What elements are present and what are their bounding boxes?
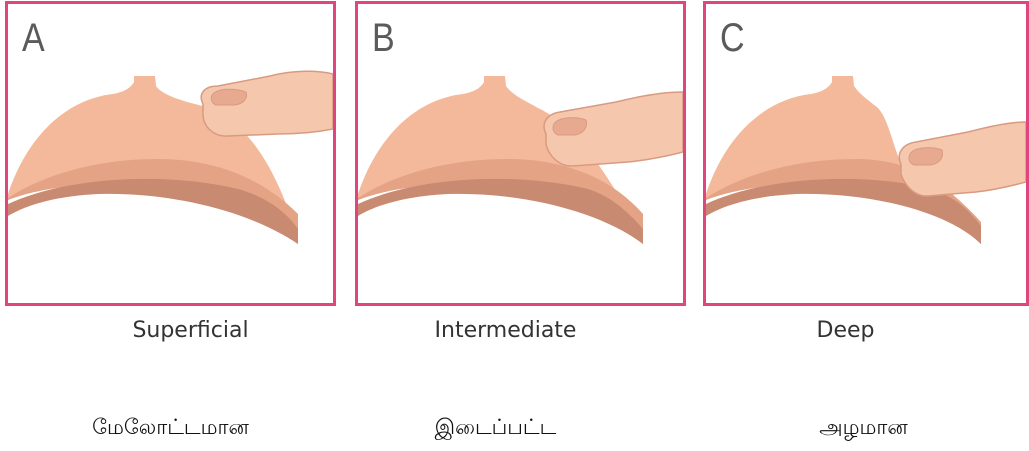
- panel-letter-c: C: [720, 18, 745, 58]
- fingernail: [553, 118, 586, 135]
- caption-deep: Deep: [680, 318, 1011, 343]
- caption-deep-tamil: அழமான: [698, 415, 1029, 442]
- panel-letter-a: A: [22, 18, 45, 58]
- fingernail: [211, 89, 246, 105]
- caption-superficial: Superficial: [25, 318, 356, 343]
- panel-intermediate: B: [355, 1, 686, 306]
- caption-intermediate-tamil: இடைப்பட்ட: [330, 415, 661, 442]
- panel-letter-b: B: [372, 18, 395, 58]
- panel-deep: C: [703, 1, 1029, 306]
- deep-palpation-illustration: [706, 4, 1026, 303]
- panel-superficial: A: [5, 1, 336, 306]
- caption-intermediate: Intermediate: [340, 318, 671, 343]
- fingernail: [909, 148, 942, 165]
- caption-superficial-tamil: மேலோட்டமான: [5, 415, 336, 442]
- superficial-palpation-illustration: [8, 4, 333, 303]
- intermediate-palpation-illustration: [358, 4, 683, 303]
